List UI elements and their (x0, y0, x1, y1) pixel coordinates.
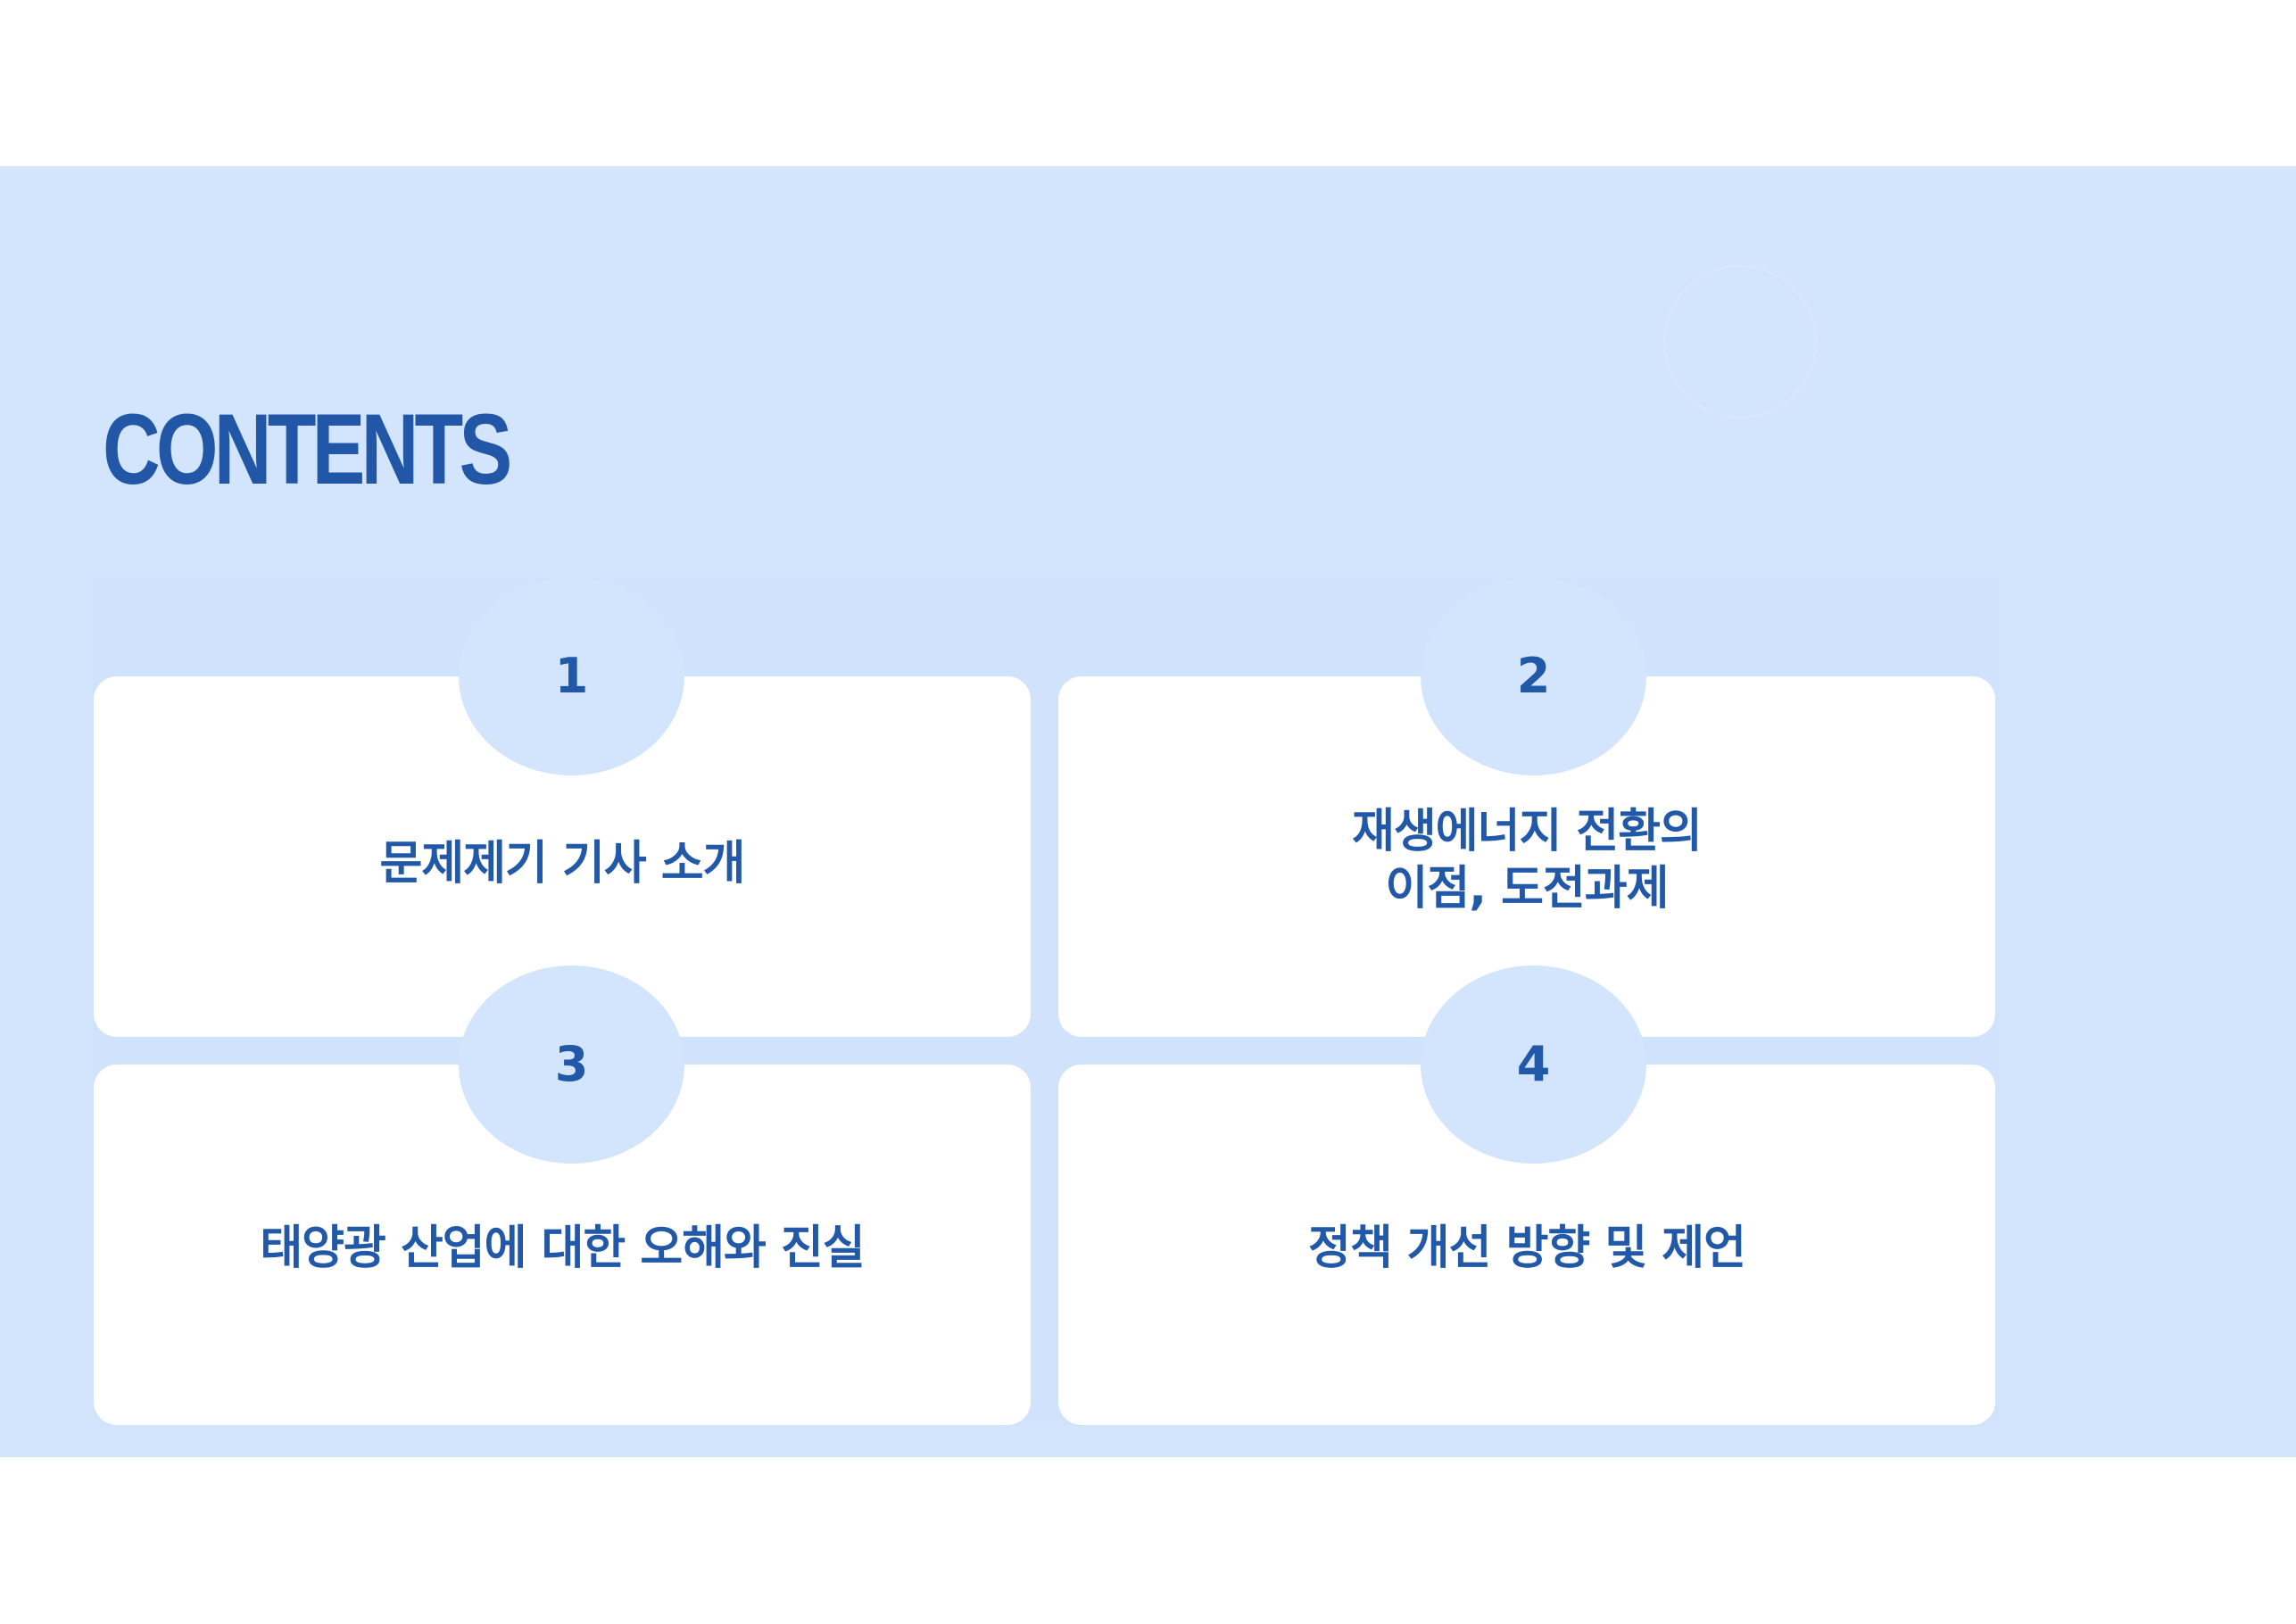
section-label: 정책 개선 방향 및 제언 (1308, 1222, 1746, 1275)
section-label: 태양광 산업에 대한 오해와 진실 (260, 1222, 865, 1275)
section-number-badge-1: 1 (459, 577, 684, 775)
section-number: 2 (1516, 648, 1551, 704)
band-top-edge (0, 166, 2296, 170)
section-number: 4 (1516, 1036, 1551, 1092)
decorative-ring-icon (1663, 265, 1817, 418)
section-number: 3 (554, 1036, 589, 1092)
section-number-badge-3: 3 (459, 965, 684, 1164)
section-card-3[interactable]: 태양광 산업에 대한 오해와 진실 (94, 1065, 1031, 1425)
section-number-badge-4: 4 (1421, 965, 1646, 1164)
section-label: 문제제기 기사 소개 (379, 837, 746, 891)
page-title: CONTENTS (103, 394, 512, 505)
section-label: 재생에너지 전환의 이점, 도전과제 (1352, 805, 1703, 916)
section-number-badge-2: 2 (1421, 577, 1646, 775)
section-number: 1 (554, 648, 589, 704)
